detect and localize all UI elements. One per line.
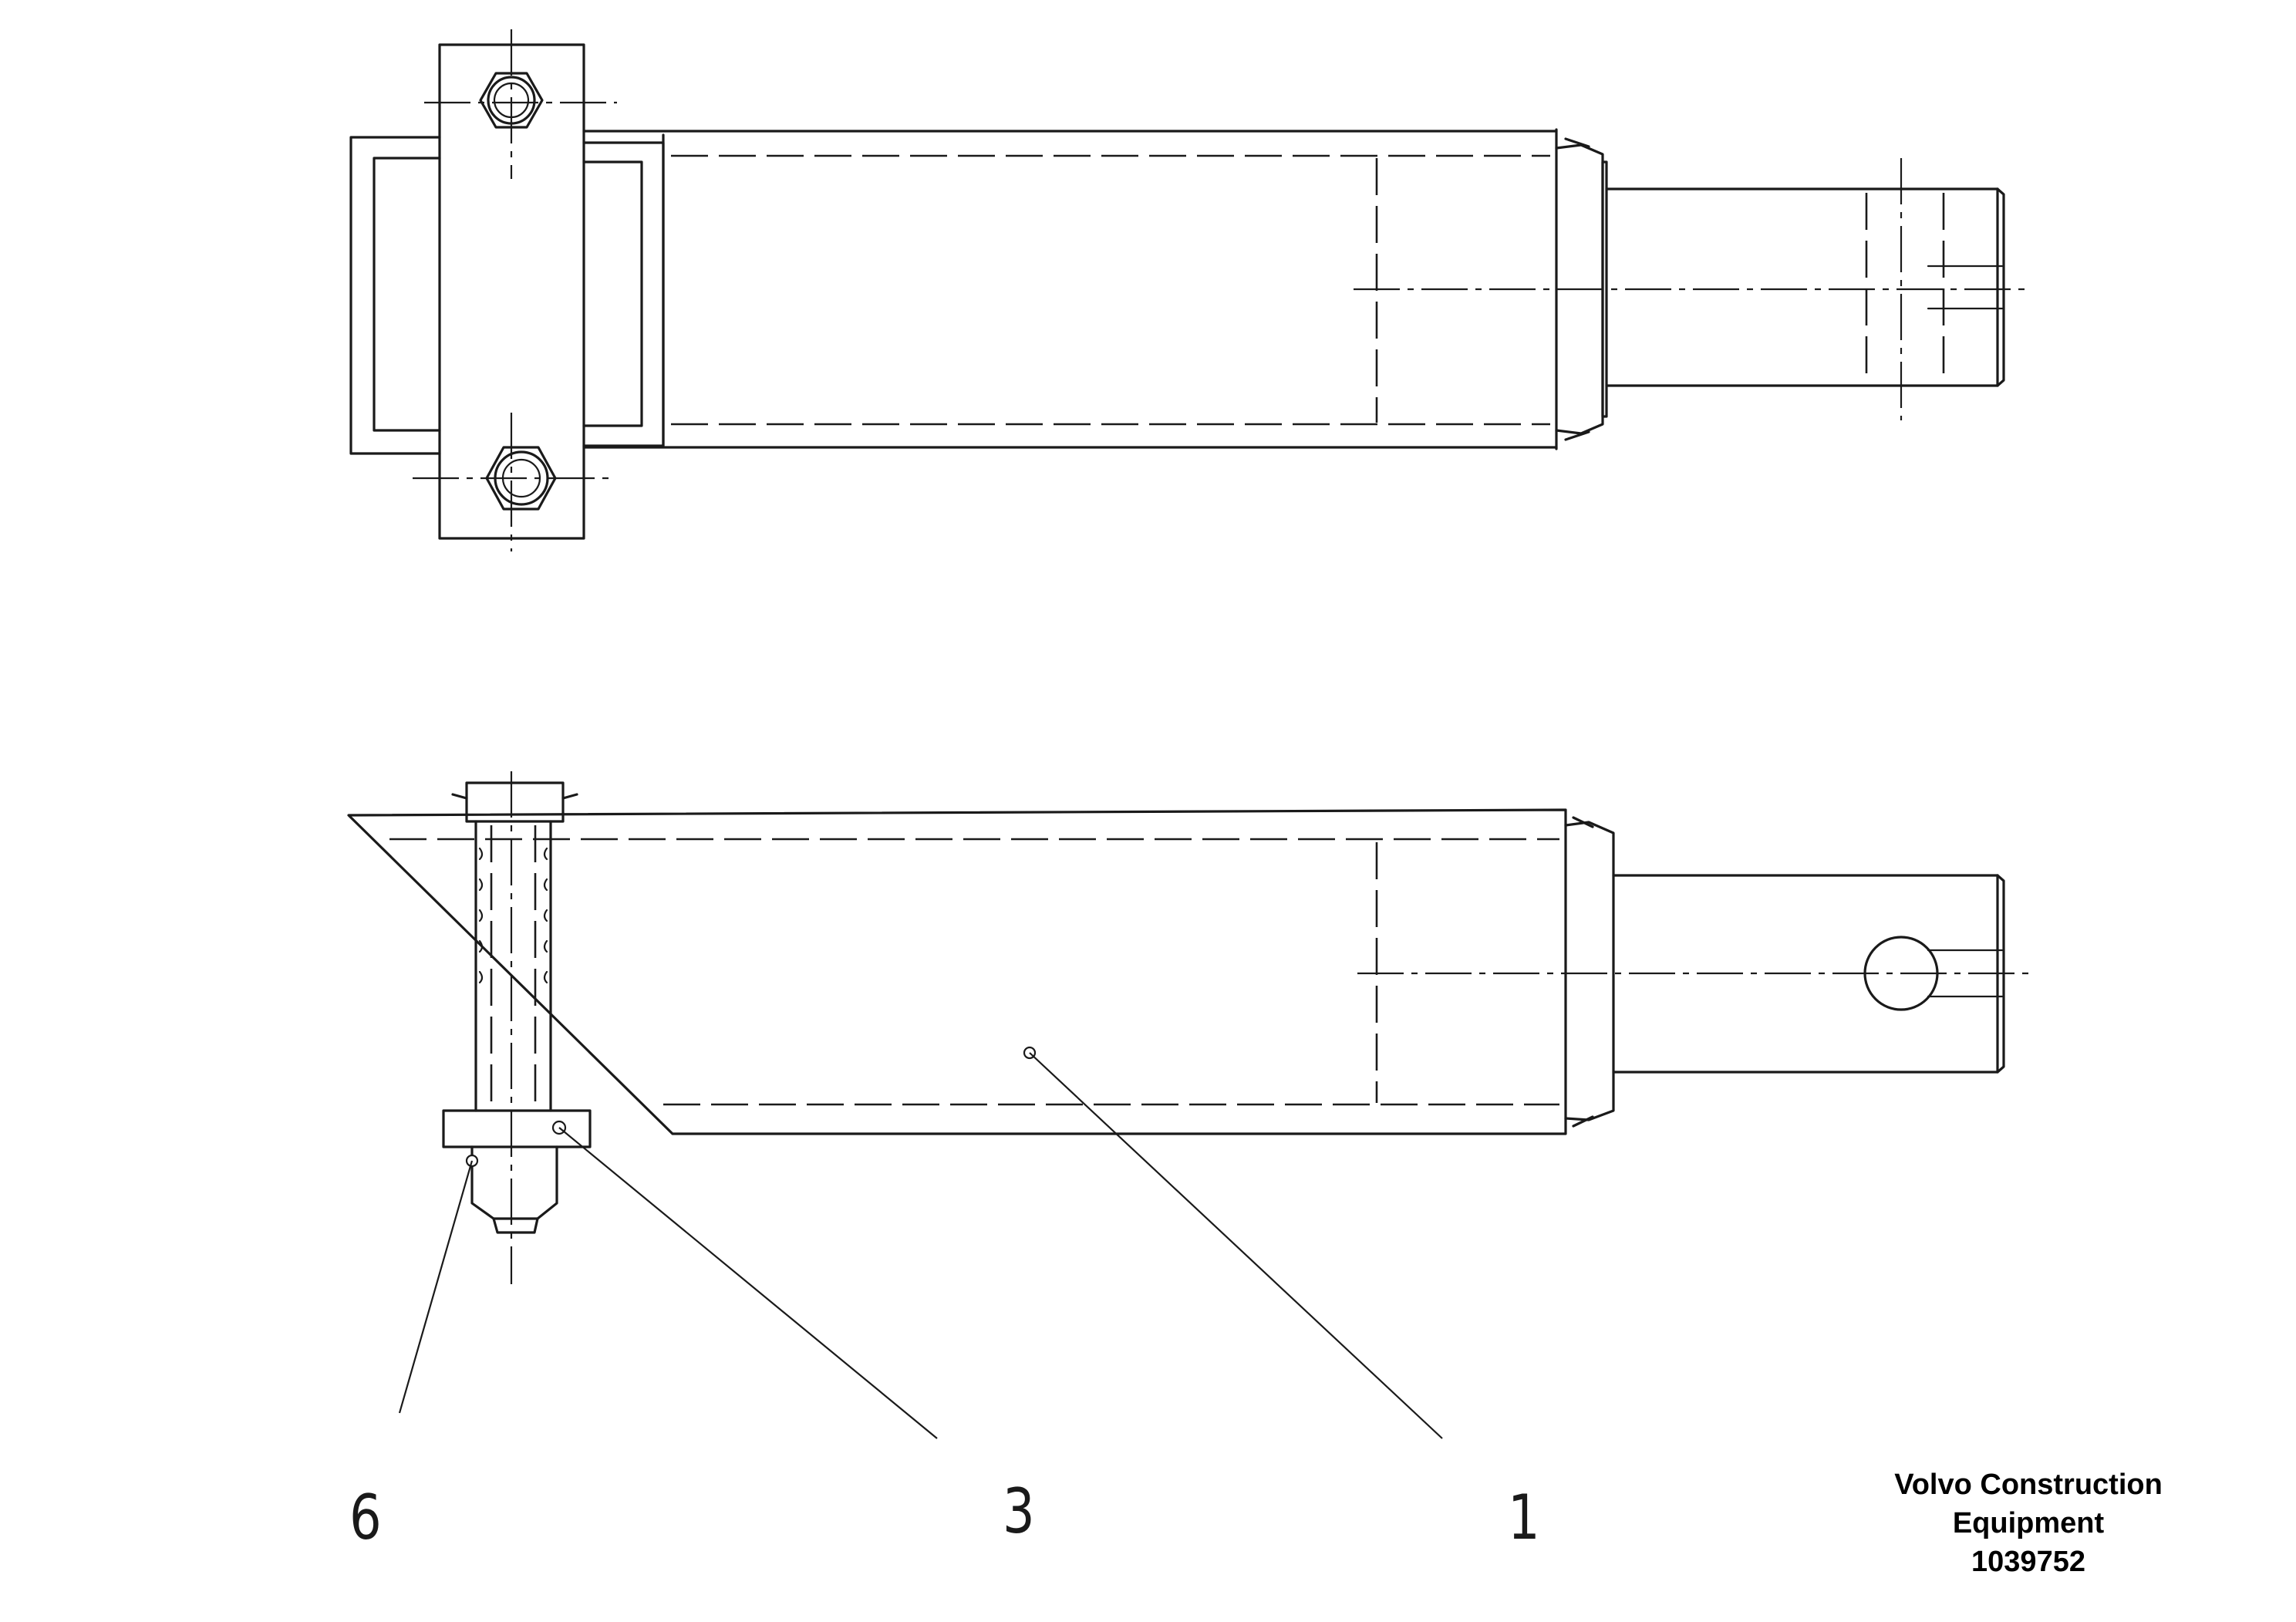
leader-line-3 — [558, 1127, 938, 1439]
top-cylinder-barrel — [582, 128, 1558, 450]
side-rod-assembly — [1357, 816, 2036, 1128]
cylinder-top-view — [349, 29, 2028, 551]
top-bolt-lower — [413, 413, 609, 551]
credit-line-2: Equipment — [1952, 1507, 2105, 1539]
top-bolt-upper — [424, 29, 617, 179]
leader-line-1 — [1029, 1052, 1443, 1439]
callout-1: 1 — [1508, 1482, 1540, 1553]
leader-lines — [398, 1052, 1443, 1439]
callout-6: 6 — [349, 1482, 382, 1553]
top-rod-assembly — [1354, 137, 2028, 441]
manufacturer-credit: Volvo Construction Equipment 1039752 — [1843, 1465, 2213, 1581]
cylinder-side-view — [347, 771, 2036, 1284]
top-clamp-plate — [349, 136, 665, 455]
callout-3: 3 — [1003, 1475, 1035, 1547]
credit-line-1: Volvo Construction — [1894, 1469, 2163, 1501]
side-bolt — [442, 771, 592, 1284]
drawing-number: 1039752 — [1971, 1546, 2085, 1578]
leader-line-6 — [398, 1160, 474, 1414]
side-cylinder-barrel — [347, 808, 1567, 1135]
